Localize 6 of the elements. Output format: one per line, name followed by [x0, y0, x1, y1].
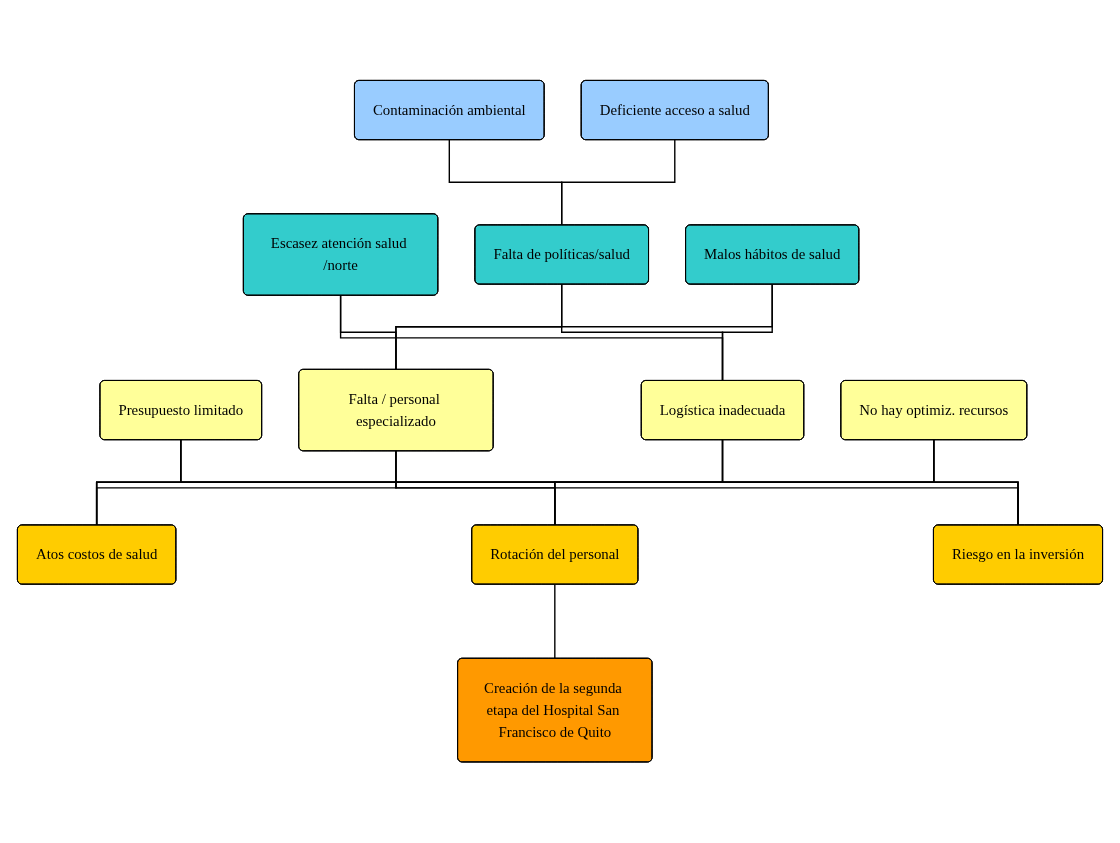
connector [180, 439, 1019, 526]
connector [721, 283, 773, 382]
connector [721, 439, 1019, 526]
connector [554, 583, 556, 660]
connector [933, 439, 1019, 526]
connector [561, 139, 676, 226]
